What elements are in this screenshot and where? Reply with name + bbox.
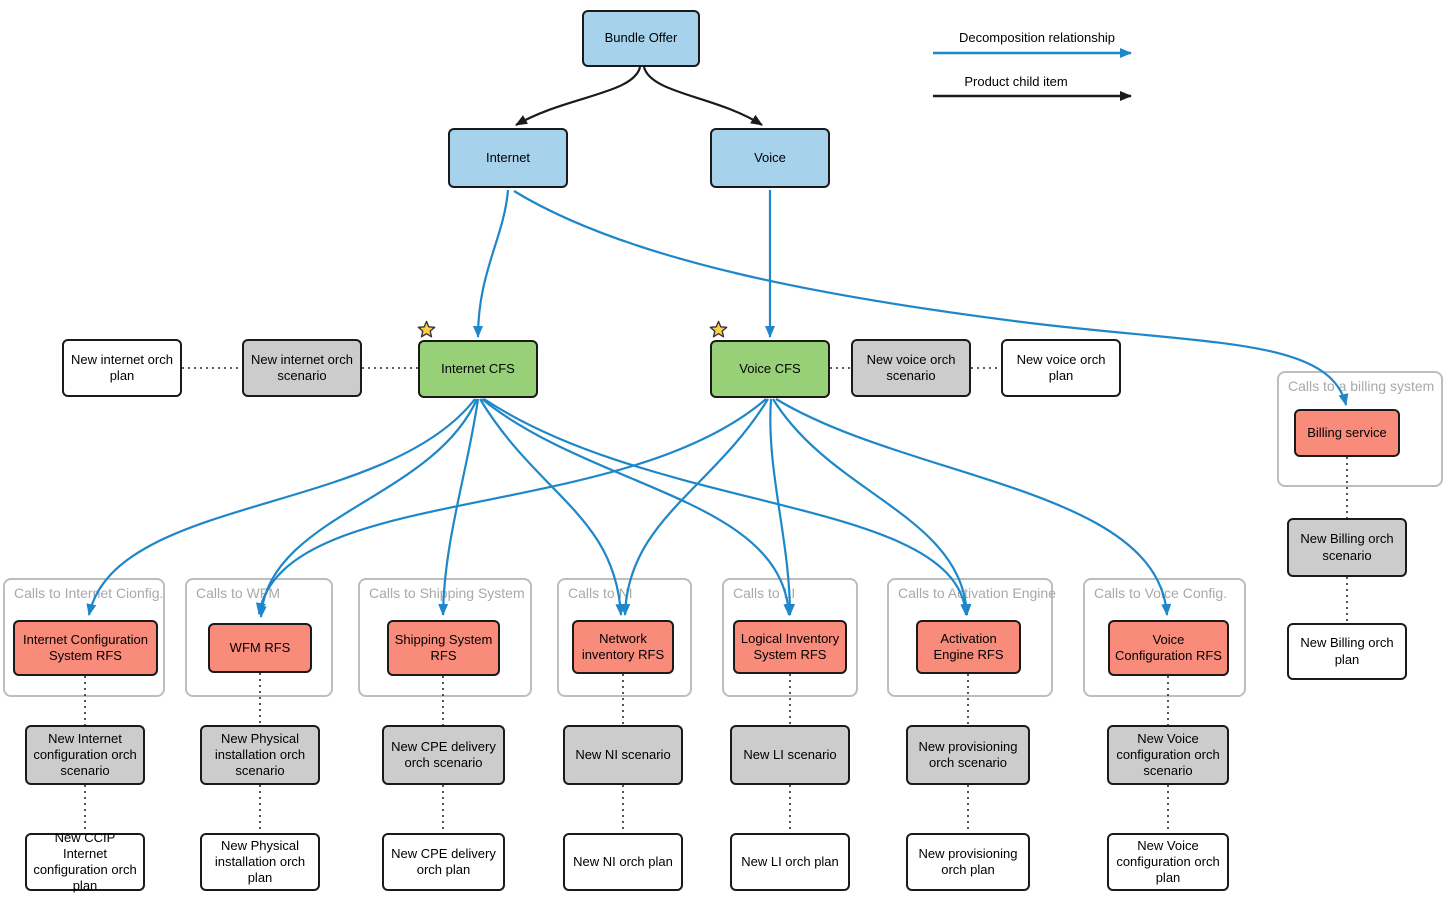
node-new-internet-orch-plan[interactable]: New internet orch plan — [62, 339, 182, 397]
edge-internet-to-internet-cfs[interactable] — [473, 189, 510, 338]
node-label: Voice Configuration RFS — [1115, 631, 1222, 663]
node-label: New Internet configuration orch scenario — [33, 730, 137, 779]
node-label: Voice CFS — [739, 360, 801, 376]
node-label: New internet orch plan — [71, 351, 173, 383]
node-rfs-voice-configuration[interactable]: Voice Configuration RFS — [1108, 620, 1229, 676]
node-rfs-wfm[interactable]: WFM RFS — [208, 623, 312, 673]
node-plan-voice-configuration[interactable]: New Voice configuration orch plan — [1107, 833, 1229, 891]
node-scenario-voice-configuration[interactable]: New Voice configuration orch scenario — [1107, 725, 1229, 785]
node-label: New provisioning orch plan — [918, 845, 1018, 877]
node-plan-physical-installation[interactable]: New Physical installation orch plan — [200, 833, 320, 891]
node-label: New CPE delivery orch scenario — [391, 738, 496, 770]
node-voice[interactable]: Voice — [710, 128, 830, 188]
group-label: Calls to NI — [568, 585, 633, 601]
node-label: Internet — [485, 149, 531, 165]
node-label: New LI orch plan — [741, 853, 839, 869]
node-scenario-internet-configuration[interactable]: New Internet configuration orch scenario — [25, 725, 145, 785]
node-label: Bundle Offer — [604, 30, 678, 46]
node-label: WFM RFS — [229, 639, 291, 655]
star-icon — [417, 320, 436, 338]
node-internet[interactable]: Internet — [448, 128, 568, 188]
node-new-billing-orch-scenario[interactable]: New Billing orch scenario — [1287, 518, 1407, 577]
node-label: Voice — [754, 149, 786, 165]
node-label: New internet orch scenario — [251, 351, 353, 383]
group-label: Calls to Shipping System — [369, 585, 525, 601]
node-label: New voice orch plan — [1016, 351, 1106, 383]
node-billing-service[interactable]: Billing service — [1294, 409, 1400, 457]
node-label: Activation Engine RFS — [933, 630, 1004, 662]
node-scenario-ni[interactable]: New NI scenario — [563, 725, 683, 785]
node-label: New NI orch plan — [573, 853, 673, 869]
node-plan-cpe-delivery[interactable]: New CPE delivery orch plan — [382, 833, 505, 891]
edge-bundle-to-voice[interactable] — [642, 66, 763, 126]
group-label: Calls to Internet Cionfig. — [14, 585, 164, 601]
node-label: New CCIP Internet configuration orch pla… — [33, 829, 137, 894]
legend-product-child-label: Product child item — [964, 74, 1068, 89]
node-scenario-physical-installation[interactable]: New Physical installation orch scenario — [200, 725, 320, 785]
node-plan-provisioning[interactable]: New provisioning orch plan — [906, 833, 1030, 891]
node-label: Billing service — [1307, 424, 1387, 440]
legend-decomposition-label: Decomposition relationship — [958, 30, 1116, 45]
node-label: New Voice configuration orch scenario — [1116, 730, 1220, 779]
node-rfs-activation-engine[interactable]: Activation Engine RFS — [916, 620, 1021, 674]
node-new-internet-orch-scenario[interactable]: New internet orch scenario — [242, 339, 362, 397]
node-rfs-internet-configuration-system[interactable]: Internet Configuration System RFS — [13, 620, 158, 676]
edge-bundle-to-internet[interactable] — [515, 66, 642, 126]
node-voice-cfs[interactable]: Voice CFS — [710, 340, 830, 398]
node-plan-ccip-internet-configuration[interactable]: New CCIP Internet configuration orch pla… — [25, 830, 145, 893]
node-rfs-network-inventory[interactable]: Network inventory RFS — [572, 620, 674, 674]
node-scenario-provisioning[interactable]: New provisioning orch scenario — [906, 725, 1030, 785]
node-label: Shipping System RFS — [394, 631, 493, 663]
node-label: New Physical installation orch plan — [214, 837, 306, 886]
node-plan-ni[interactable]: New NI orch plan — [563, 833, 683, 891]
node-label: New voice orch scenario — [866, 351, 956, 383]
node-new-billing-orch-plan[interactable]: New Billing orch plan — [1287, 623, 1407, 680]
node-rfs-logical-inventory-system[interactable]: Logical Inventory System RFS — [733, 620, 847, 674]
node-label: Network inventory RFS — [581, 630, 665, 662]
node-label: Logical Inventory System RFS — [740, 630, 840, 662]
node-label: New provisioning orch scenario — [918, 738, 1018, 770]
node-new-voice-orch-scenario[interactable]: New voice orch scenario — [851, 339, 971, 397]
node-label: New Voice configuration orch plan — [1116, 837, 1220, 886]
node-new-voice-orch-plan[interactable]: New voice orch plan — [1001, 339, 1121, 397]
group-label: Calls to a billing system — [1288, 378, 1435, 394]
node-rfs-shipping-system[interactable]: Shipping System RFS — [387, 620, 500, 676]
group-label: Calls to WFM — [196, 585, 280, 601]
node-label: New Physical installation orch scenario — [214, 730, 306, 779]
node-label: Internet Configuration System RFS — [22, 631, 149, 663]
node-label: New Billing orch scenario — [1300, 531, 1394, 563]
node-internet-cfs[interactable]: Internet CFS — [418, 340, 538, 398]
node-label: New NI scenario — [575, 746, 671, 762]
node-plan-li[interactable]: New LI orch plan — [730, 833, 850, 891]
node-scenario-cpe-delivery[interactable]: New CPE delivery orch scenario — [382, 725, 505, 785]
node-label: New Billing orch plan — [1300, 635, 1394, 667]
group-label: Calls to LI — [733, 585, 796, 601]
star-icon — [709, 320, 728, 338]
node-label: New CPE delivery orch plan — [391, 845, 496, 877]
node-label: Internet CFS — [441, 360, 515, 376]
group-label: Calls to Activation Engine — [898, 585, 1056, 601]
node-bundle-offer[interactable]: Bundle Offer — [582, 10, 700, 67]
node-label: New LI scenario — [743, 746, 837, 762]
node-scenario-li[interactable]: New LI scenario — [730, 725, 850, 785]
group-label: Calls to Voice Config. — [1094, 585, 1228, 601]
